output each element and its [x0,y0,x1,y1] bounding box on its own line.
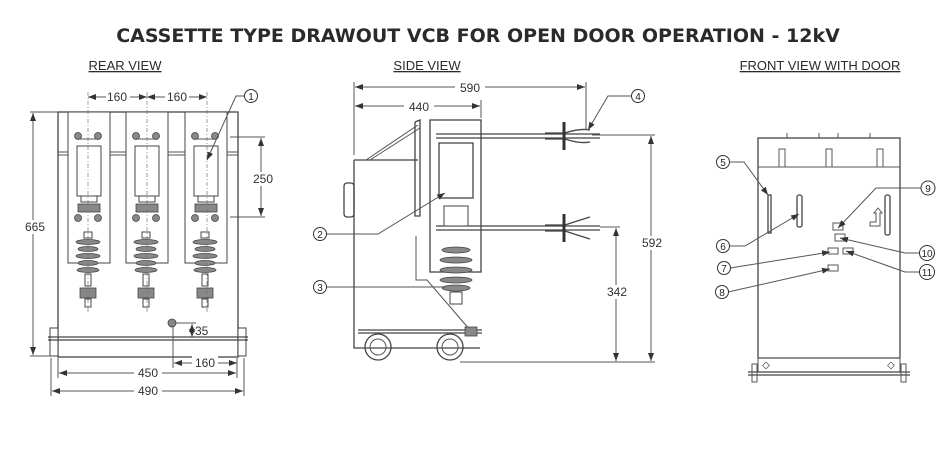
callout-6: 6 [720,242,726,253]
callout-10: 10 [921,249,933,260]
earth-bolt [167,318,177,328]
drawing-title: CASSETTE TYPE DRAWOUT VCB FOR OPEN DOOR … [116,25,840,47]
dim-pitch-1: 160 [107,90,127,104]
dim-top-terminal-height: 592 [642,236,662,250]
interrupter [438,142,474,199]
pole-assembly [67,111,228,308]
side-view: 590 440 592 342 2 3 4 [313,80,666,363]
dim-bottom-terminal-height: 342 [607,285,627,299]
dim-overall-depth: 590 [460,81,480,95]
dim-offset-vertical: 35 [195,324,209,338]
dim-body-depth: 440 [409,100,429,114]
callout-7: 7 [721,264,727,275]
callout-8: 8 [719,288,725,299]
callout-2: 2 [317,230,323,241]
front-view: ◇ ◇ 5 6 7 8 9 10 11 [715,133,936,383]
contact-fingers [545,122,591,242]
dim-height: 665 [25,220,45,234]
callout-1: 1 [248,92,254,103]
dim-offset-horizontal: 160 [195,356,215,370]
svg-text:◇: ◇ [762,360,770,371]
callout-9: 9 [925,184,931,195]
callout-5: 5 [720,158,726,169]
dim-outer-width: 490 [138,384,158,398]
callout-4: 4 [635,92,641,103]
rear-view: 160 160 665 250 35 160 450 490 1 [20,89,276,398]
dim-inner-width: 450 [138,366,158,380]
svg-text:◇: ◇ [887,360,895,371]
handle [343,182,355,218]
callout-11: 11 [922,268,933,279]
rear-view-heading: REAR VIEW [89,58,163,73]
callout-3: 3 [317,283,323,294]
front-view-heading: FRONT VIEW WITH DOOR [740,58,901,73]
side-view-heading: SIDE VIEW [393,58,461,73]
dim-pitch-2: 160 [167,90,187,104]
dim-terminal-spacing: 250 [253,172,273,186]
